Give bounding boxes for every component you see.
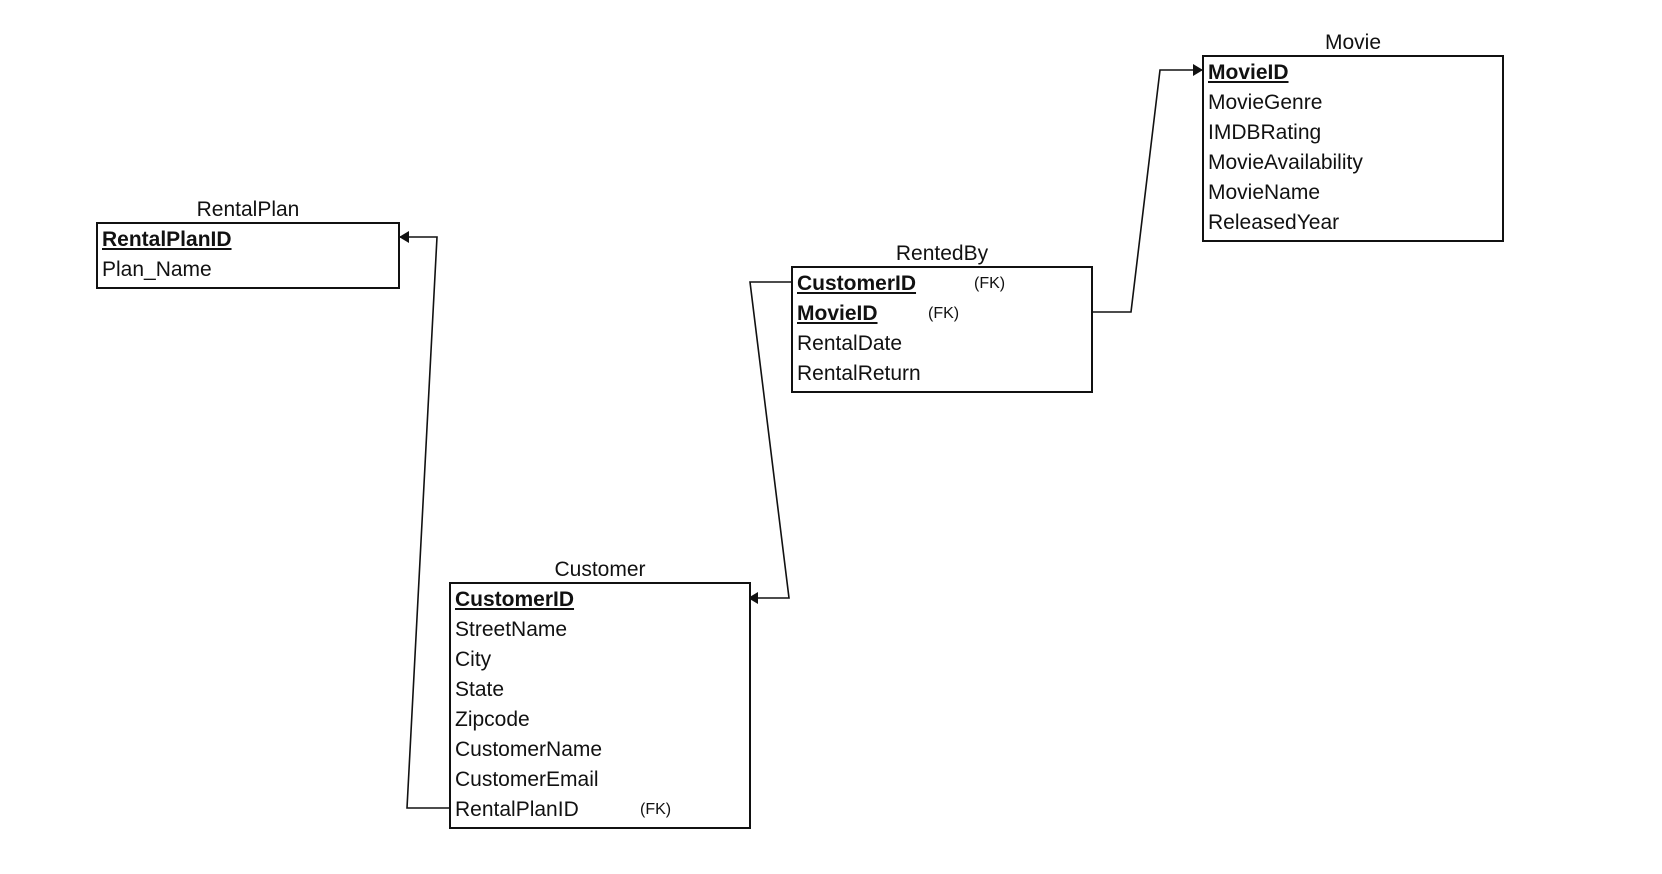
attribute-name: MovieID	[1208, 61, 1289, 84]
entity-rentalplan: RentalPlan RentalPlanID Plan_Name	[96, 198, 400, 289]
entity-box: CustomerID (FK) MovieID (FK) RentalDate …	[791, 266, 1093, 393]
entity-title: RentedBy	[895, 242, 989, 265]
attribute-row-pk: MovieID	[1204, 58, 1502, 88]
attribute-row: Plan_Name	[98, 255, 398, 285]
attribute-row: City	[451, 645, 749, 675]
attribute-name: CustomerID	[797, 272, 917, 295]
attribute-name: MovieGenre	[1208, 91, 1323, 114]
attribute-row-pk: CustomerID (FK)	[793, 269, 1091, 299]
fk-marker: (FK)	[974, 275, 1006, 292]
attribute-name: MovieName	[1208, 181, 1321, 204]
fk-marker: (FK)	[640, 801, 672, 818]
attribute-name: City	[455, 648, 492, 671]
attribute-row: StreetName	[451, 615, 749, 645]
attribute-row: RentalPlanID (FK)	[451, 795, 749, 825]
attribute-row: IMDBRating	[1204, 118, 1502, 148]
attribute-name: Plan_Name	[102, 258, 212, 281]
entity-title: Customer	[554, 558, 646, 581]
attribute-name: RentalReturn	[797, 362, 921, 385]
attribute-name: Zipcode	[455, 708, 530, 731]
attribute-row-pk: RentalPlanID	[98, 225, 398, 255]
entity-title: Movie	[1324, 31, 1382, 54]
attribute-name: State	[455, 678, 505, 701]
attribute-row: CustomerName	[451, 735, 749, 765]
attribute-row: MovieGenre	[1204, 88, 1502, 118]
attribute-row: ReleasedYear	[1204, 208, 1502, 238]
connector-rentedby-to-customer	[748, 281, 791, 604]
attribute-row: State	[451, 675, 749, 705]
connector-rentedby-to-movie	[1093, 64, 1203, 313]
fk-marker: (FK)	[928, 305, 960, 322]
attribute-name: RentalDate	[797, 332, 903, 355]
attribute-row: MovieAvailability	[1204, 148, 1502, 178]
attribute-name: IMDBRating	[1208, 121, 1322, 144]
entity-customer: Customer CustomerID StreetName City Stat…	[449, 558, 751, 829]
attribute-row: RentalReturn	[793, 359, 1091, 389]
entity-movie: Movie MovieID MovieGenre IMDBRating Movi…	[1202, 31, 1504, 242]
attribute-name: CustomerName	[455, 738, 603, 761]
attribute-row: Zipcode	[451, 705, 749, 735]
attribute-row: MovieName	[1204, 178, 1502, 208]
attribute-name: CustomerID	[455, 588, 575, 611]
attribute-name: ReleasedYear	[1208, 211, 1340, 234]
attribute-name: CustomerEmail	[455, 768, 599, 791]
entity-rentedby: RentedBy CustomerID (FK) MovieID (FK) Re…	[791, 242, 1093, 393]
attribute-row-pk: MovieID (FK)	[793, 299, 1091, 329]
entity-box: RentalPlanID Plan_Name	[96, 222, 400, 289]
attribute-row: CustomerEmail	[451, 765, 749, 795]
attribute-name: MovieID	[797, 302, 878, 325]
attribute-name: StreetName	[455, 618, 568, 641]
entity-box: CustomerID StreetName City State Zipcode…	[449, 582, 751, 829]
attribute-name: RentalPlanID	[102, 228, 232, 251]
connector-customer-to-rentalplan	[399, 231, 449, 809]
attribute-row: RentalDate	[793, 329, 1091, 359]
attribute-row-pk: CustomerID	[451, 585, 749, 615]
attribute-name: RentalPlanID	[455, 798, 579, 821]
entity-box: MovieID MovieGenre IMDBRating MovieAvail…	[1202, 55, 1504, 242]
entity-title: RentalPlan	[196, 198, 300, 221]
attribute-name: MovieAvailability	[1208, 151, 1363, 174]
